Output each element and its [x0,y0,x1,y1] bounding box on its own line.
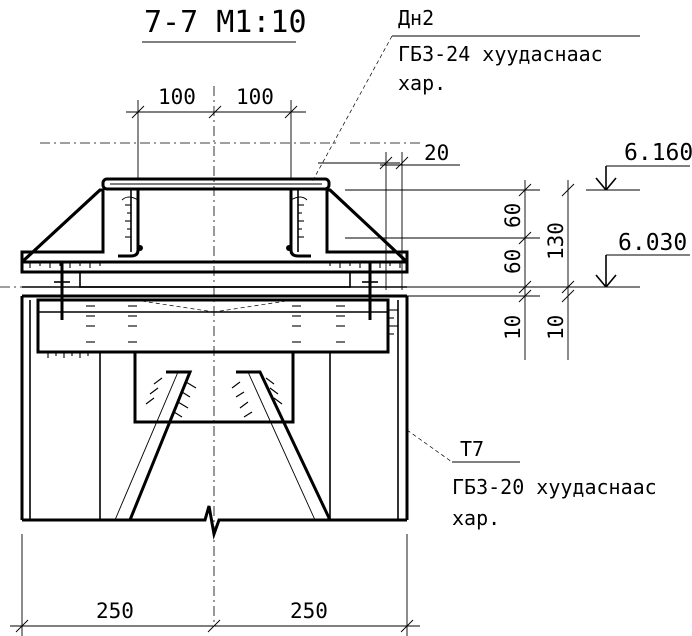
base-plates [20,260,409,298]
rail-cap [101,177,331,191]
dim-gap: 20 [424,141,449,165]
right-dimensions: 20 60 60 10 130 10 [318,141,640,360]
dim-v10a: 10 [501,315,525,340]
dim-top-right: 100 [236,85,274,109]
break-line [22,505,407,540]
brace-right [231,370,333,522]
columns [20,296,409,520]
dim-v60a: 60 [501,203,525,228]
bottom-dimension: 250 250 [10,534,420,636]
elevation-upper-value: 6.160 [624,140,692,166]
haunch-right [318,188,409,268]
dim-bottom-left: 250 [96,599,134,623]
channel-webs [118,189,311,258]
dim-v60b: 60 [501,249,525,274]
gusset-plate [133,350,295,424]
section-title: 7-7 M1:10 [144,5,307,40]
callout-bottom-line1: ГБЗ-20 хуудаснаас [452,475,657,499]
anchor-bolts [54,262,378,320]
brace-left [100,370,197,522]
dim-bottom-right: 250 [290,599,328,623]
dim-v10b: 10 [544,315,568,340]
lower-beam [36,298,390,358]
callout-top-leader [311,35,393,183]
callout-top-line2: хар. [398,71,446,95]
elevation-lower: 6.030 [586,230,690,288]
callout-bottom-line2: хар. [452,506,500,530]
callout-top-mark: Дн2 [398,6,434,30]
haunch-left [20,188,110,268]
top-dimension: 100 100 [126,85,306,180]
dim-v130: 130 [544,222,568,260]
callout-bottom-leader [406,429,453,463]
callout-bottom-mark: Т7 [460,437,484,461]
elevation-lower-value: 6.030 [618,230,687,256]
callout-top-line1: ГБЗ-24 хуудаснаас [398,42,603,66]
elevation-upper: 6.160 [586,140,692,191]
dim-top-left: 100 [158,85,196,109]
